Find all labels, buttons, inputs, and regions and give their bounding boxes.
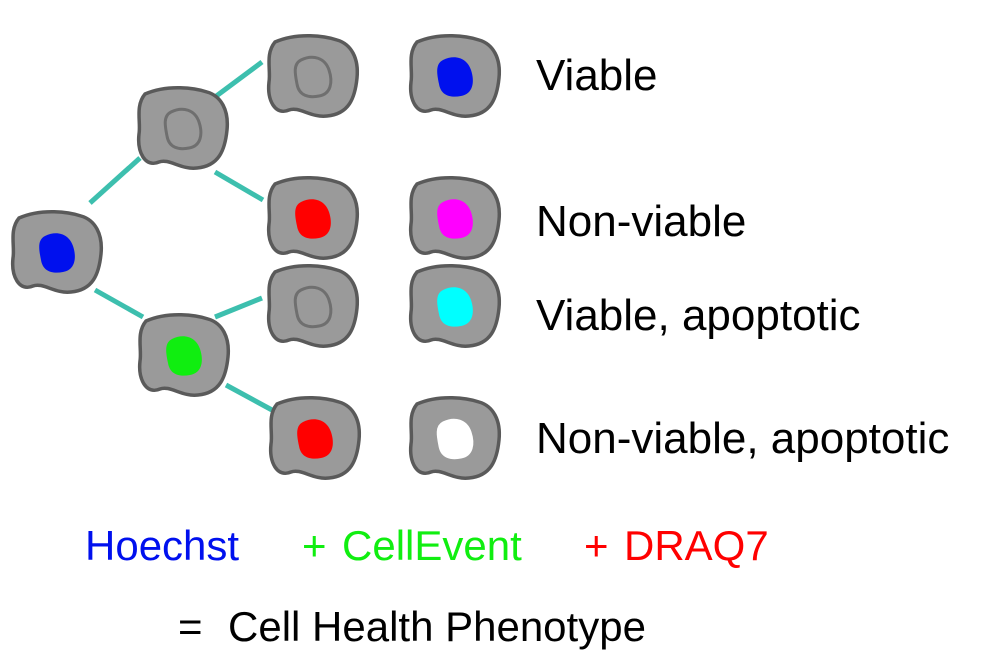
child-cell-2 [266, 175, 360, 260]
nucleus-white [436, 418, 474, 460]
outcome-cell-viable-apoptotic [408, 263, 502, 348]
cell-body [266, 33, 360, 118]
legend-cellevent: CellEvent [342, 522, 522, 569]
legend-plus-2: + [584, 522, 609, 569]
legend-hoechst: Hoechst [85, 522, 239, 569]
connector-root-lower [93, 287, 145, 320]
child-cell-1 [266, 33, 360, 118]
outcome-label-viable-apoptotic: Viable, apoptotic [536, 291, 861, 340]
root-cell [10, 209, 104, 294]
legend-draq7: DRAQ7 [624, 522, 769, 569]
legend-plus-1: + [302, 522, 327, 569]
cell-body [136, 85, 230, 170]
lower-parent-cell [137, 312, 231, 397]
outcome-label-viable: Viable [536, 51, 658, 100]
connector-lower-child3 [214, 295, 263, 320]
child-cell-3 [266, 263, 360, 348]
outcome-cell-non-viable [408, 175, 502, 260]
outcome-cell-viable [408, 33, 502, 118]
connector-upper-child1 [213, 59, 264, 100]
legend-equals: = [178, 603, 203, 650]
connector-root-upper [88, 156, 142, 205]
legend-result: Cell Health Phenotype [228, 603, 646, 650]
connector-upper-child2 [213, 169, 265, 203]
cell-body [266, 263, 360, 348]
outcome-label-non-viable: Non-viable [536, 197, 746, 246]
child-cell-4 [268, 395, 362, 480]
upper-parent-cell [136, 85, 230, 170]
connector-lower-child4 [224, 382, 274, 413]
connectors [88, 59, 274, 413]
outcome-cell-non-viable-apoptotic [408, 395, 502, 480]
outcome-label-non-viable-apoptotic: Non-viable, apoptotic [536, 414, 949, 463]
